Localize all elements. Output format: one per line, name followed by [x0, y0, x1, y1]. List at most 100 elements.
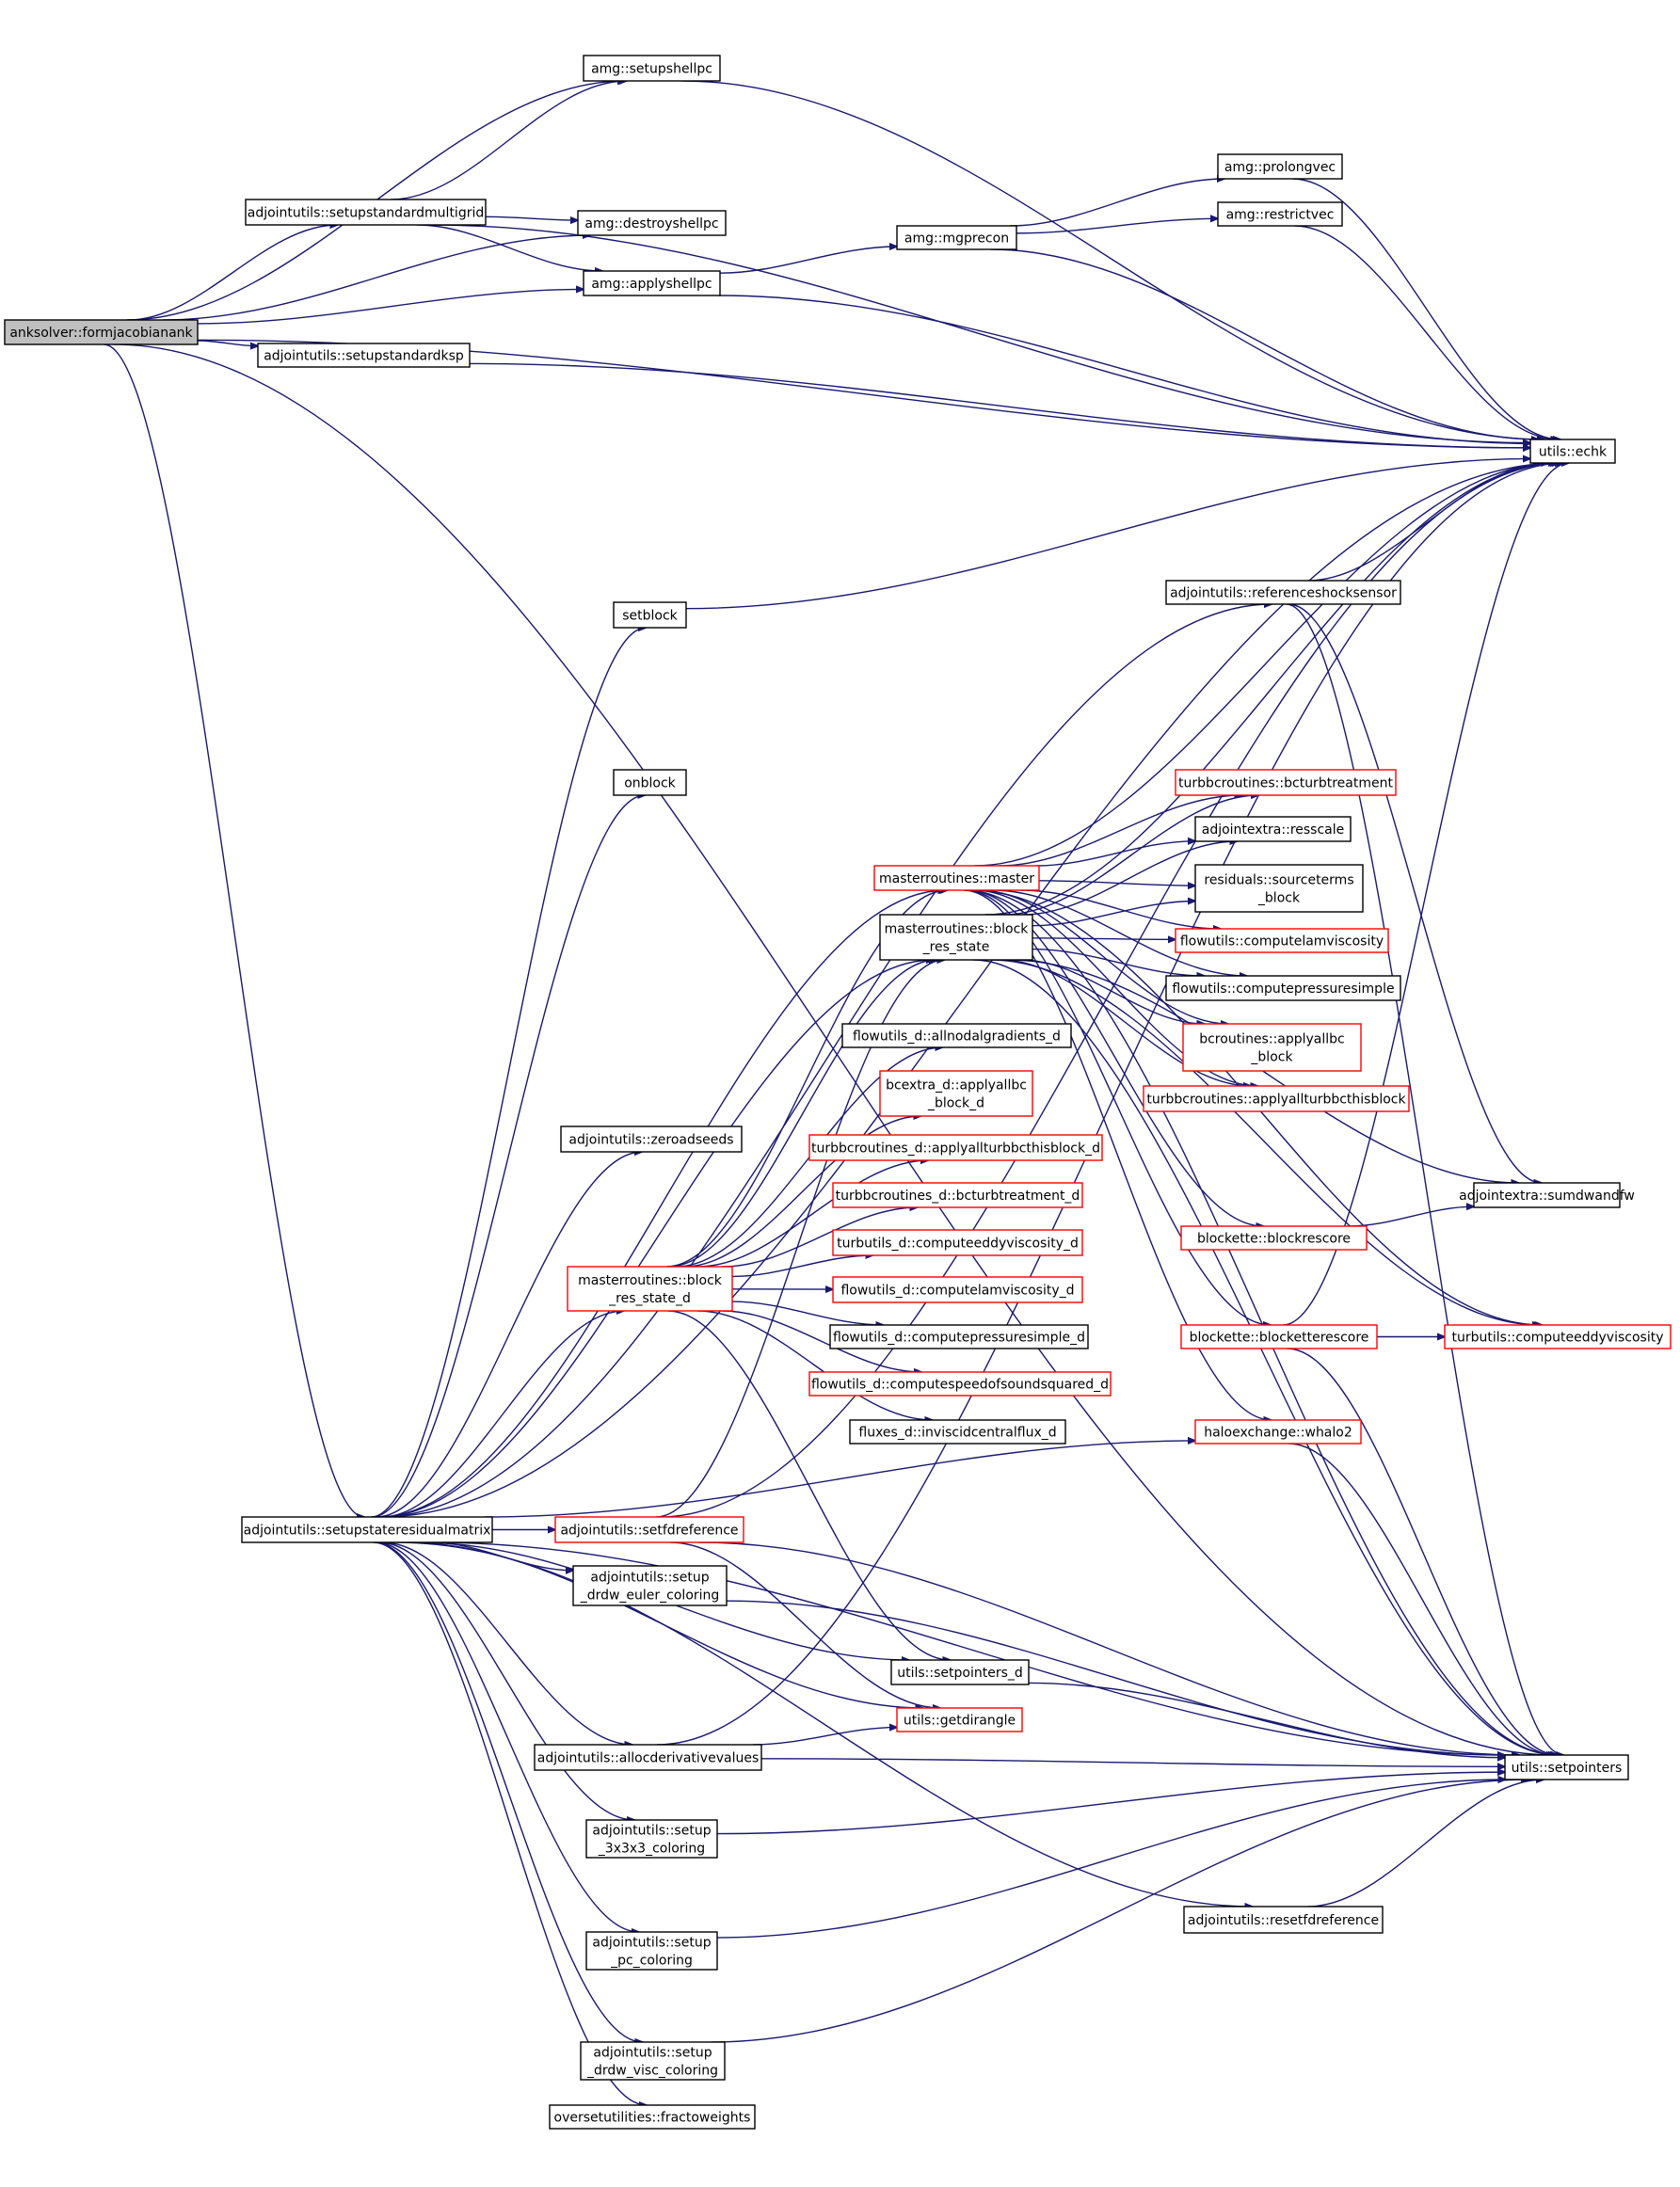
node-computeeddyviscosity_d[interactable]: turbutils_d::computeeddyviscosity_d	[832, 1229, 1083, 1256]
node-setpointers_d[interactable]: utils::setpointers_d	[890, 1659, 1030, 1685]
node-box[interactable]	[4, 319, 199, 345]
node-box[interactable]	[890, 1659, 1030, 1685]
node-computespeedofsoundsquared_d[interactable]: flowutils_d::computespeedofsoundsquared_…	[808, 1371, 1112, 1397]
node-box[interactable]	[583, 270, 721, 296]
node-block_res_state_d[interactable]: masterroutines::block_res_state_d	[567, 1266, 733, 1312]
node-destroyshellpc[interactable]: amg::destroyshellpc	[577, 210, 727, 236]
node-box[interactable]	[1504, 1754, 1629, 1780]
node-setup_3x3x3[interactable]: adjointutils::setup_3x3x3_coloring	[585, 1819, 718, 1859]
node-box[interactable]	[1217, 201, 1343, 227]
node-allnodalgradients_d[interactable]: flowutils_d::allnodalgradients_d	[841, 1023, 1072, 1048]
node-box[interactable]	[879, 914, 1033, 961]
node-box[interactable]	[832, 1276, 1083, 1303]
node-fractoweights[interactable]: oversetutilities::fractoweights	[549, 2104, 756, 2130]
node-box[interactable]	[1194, 864, 1364, 913]
node-box[interactable]	[585, 1931, 718, 1971]
node-sourceterms[interactable]: residuals::sourceterms_block	[1194, 864, 1364, 913]
node-box[interactable]	[879, 1070, 1033, 1117]
node-box[interactable]	[257, 343, 471, 368]
node-box[interactable]	[1180, 1324, 1378, 1349]
node-box[interactable]	[554, 1516, 744, 1543]
node-applyallbc_block_d[interactable]: bcextra_d::applyallbc_block_d	[879, 1070, 1033, 1117]
node-box[interactable]	[896, 1707, 1023, 1732]
node-setup_drdw_euler[interactable]: adjointutils::setup_drdw_euler_coloring	[572, 1565, 728, 1606]
node-box[interactable]	[896, 225, 1017, 250]
node-prolongvec[interactable]: amg::prolongvec	[1217, 153, 1343, 180]
node-blockrescore[interactable]: blockette::blockrescore	[1180, 1225, 1368, 1251]
node-onblock[interactable]: onblock	[613, 769, 687, 796]
node-box[interactable]	[549, 2104, 756, 2130]
node-box[interactable]	[583, 55, 721, 82]
node-box[interactable]	[1473, 1182, 1621, 1208]
node-master[interactable]: masterroutines::master	[873, 865, 1040, 891]
node-box[interactable]	[613, 601, 687, 629]
node-box[interactable]	[534, 1744, 762, 1771]
node-bcturbtreatment_d[interactable]: turbbcroutines_d::bcturbtreatment_d	[832, 1182, 1083, 1208]
node-getdirangle[interactable]: utils::getdirangle	[896, 1707, 1023, 1732]
node-resetfdreference[interactable]: adjointutils::resetfdreference	[1183, 1906, 1384, 1934]
node-box[interactable]	[841, 1023, 1072, 1048]
node-allocderivativevalues[interactable]: adjointutils::allocderivativevalues	[534, 1744, 762, 1771]
node-box[interactable]	[1182, 1023, 1362, 1072]
node-box[interactable]	[613, 769, 687, 796]
node-box[interactable]	[577, 210, 727, 236]
node-sumdwandfw[interactable]: adjointextra::sumdwandfw	[1459, 1182, 1635, 1208]
node-restrictvec[interactable]: amg::restrictvec	[1217, 201, 1343, 227]
node-computelamviscosity_d[interactable]: flowutils_d::computelamviscosity_d	[832, 1276, 1083, 1303]
node-setupstateresidualmatrix[interactable]: adjointutils::setupstateresidualmatrix	[241, 1516, 493, 1543]
node-box[interactable]	[1175, 928, 1389, 953]
node-bcturbtreatment[interactable]: turbbcroutines::bcturbtreatment	[1175, 769, 1397, 796]
node-box[interactable]	[832, 1182, 1083, 1208]
node-setup_pc[interactable]: adjointutils::setup_pc_coloring	[585, 1931, 718, 1971]
node-box[interactable]	[829, 1324, 1089, 1349]
node-box[interactable]	[560, 1125, 743, 1153]
node-box[interactable]	[245, 199, 487, 226]
node-resscale[interactable]: adjointextra::resscale	[1194, 816, 1352, 842]
node-computepressuresimple_d[interactable]: flowutils_d::computepressuresimple_d	[829, 1324, 1089, 1349]
node-echk[interactable]: utils::echk	[1529, 439, 1616, 464]
node-whalo2[interactable]: haloexchange::whalo2	[1194, 1419, 1362, 1445]
node-box[interactable]	[1180, 1225, 1368, 1251]
node-box[interactable]	[832, 1229, 1083, 1256]
node-setupstandardmultigrid[interactable]: adjointutils::setupstandardmultigrid	[245, 199, 487, 226]
node-box[interactable]	[580, 2041, 726, 2081]
node-box[interactable]	[1217, 153, 1343, 180]
node-box[interactable]	[1444, 1324, 1672, 1349]
node-box[interactable]	[849, 1419, 1066, 1445]
node-applyallturbbcthisblock[interactable]: turbbcroutines::applyallturbbcthisblock	[1143, 1085, 1410, 1112]
node-box[interactable]	[808, 1134, 1103, 1161]
node-inviscidcentralflux_d[interactable]: fluxes_d::inviscidcentralflux_d	[849, 1419, 1066, 1445]
node-block_res_state[interactable]: masterroutines::block_res_state	[879, 914, 1033, 961]
node-setblock[interactable]: setblock	[613, 601, 687, 629]
node-box[interactable]	[567, 1266, 733, 1312]
node-box[interactable]	[1194, 1419, 1362, 1445]
node-box[interactable]	[1165, 975, 1401, 1001]
node-setupstandardksp[interactable]: adjointutils::setupstandardksp	[257, 343, 471, 368]
node-computepressuresimple[interactable]: flowutils::computepressuresimple	[1165, 975, 1401, 1001]
node-mgprecon[interactable]: amg::mgprecon	[896, 225, 1017, 250]
node-box[interactable]	[1165, 580, 1401, 605]
node-box[interactable]	[1194, 816, 1352, 842]
node-applyallbc_block[interactable]: bcroutines::applyallbc_block	[1182, 1023, 1362, 1072]
node-box[interactable]	[1529, 439, 1616, 464]
node-computeeddyviscosity[interactable]: turbutils::computeeddyviscosity	[1444, 1324, 1672, 1349]
node-blocketterescore[interactable]: blockette::blocketterescore	[1180, 1324, 1378, 1349]
node-setpointers[interactable]: utils::setpointers	[1504, 1754, 1629, 1780]
node-box[interactable]	[585, 1819, 718, 1859]
node-box[interactable]	[1175, 769, 1397, 796]
node-box[interactable]	[572, 1565, 728, 1606]
node-box[interactable]	[241, 1516, 493, 1543]
node-referenceshocksensor[interactable]: adjointutils::referenceshocksensor	[1165, 580, 1401, 605]
node-applyshellpc[interactable]: amg::applyshellpc	[583, 270, 721, 296]
node-box[interactable]	[1183, 1906, 1384, 1934]
node-setfdreference[interactable]: adjointutils::setfdreference	[554, 1516, 744, 1543]
node-computelamviscosity[interactable]: flowutils::computelamviscosity	[1175, 928, 1389, 953]
node-zeroadseeds[interactable]: adjointutils::zeroadseeds	[560, 1125, 743, 1153]
node-applyallturbbcthisblock_d[interactable]: turbbcroutines_d::applyallturbbcthisbloc…	[808, 1134, 1103, 1161]
node-box[interactable]	[1143, 1085, 1410, 1112]
node-setup_drdw_visc[interactable]: adjointutils::setup_drdw_visc_coloring	[580, 2041, 726, 2081]
node-setupshellpc[interactable]: amg::setupshellpc	[583, 55, 721, 82]
node-box[interactable]	[808, 1371, 1112, 1397]
node-formjacobianank[interactable]: anksolver::formjacobianank	[4, 319, 199, 345]
node-box[interactable]	[873, 865, 1040, 891]
